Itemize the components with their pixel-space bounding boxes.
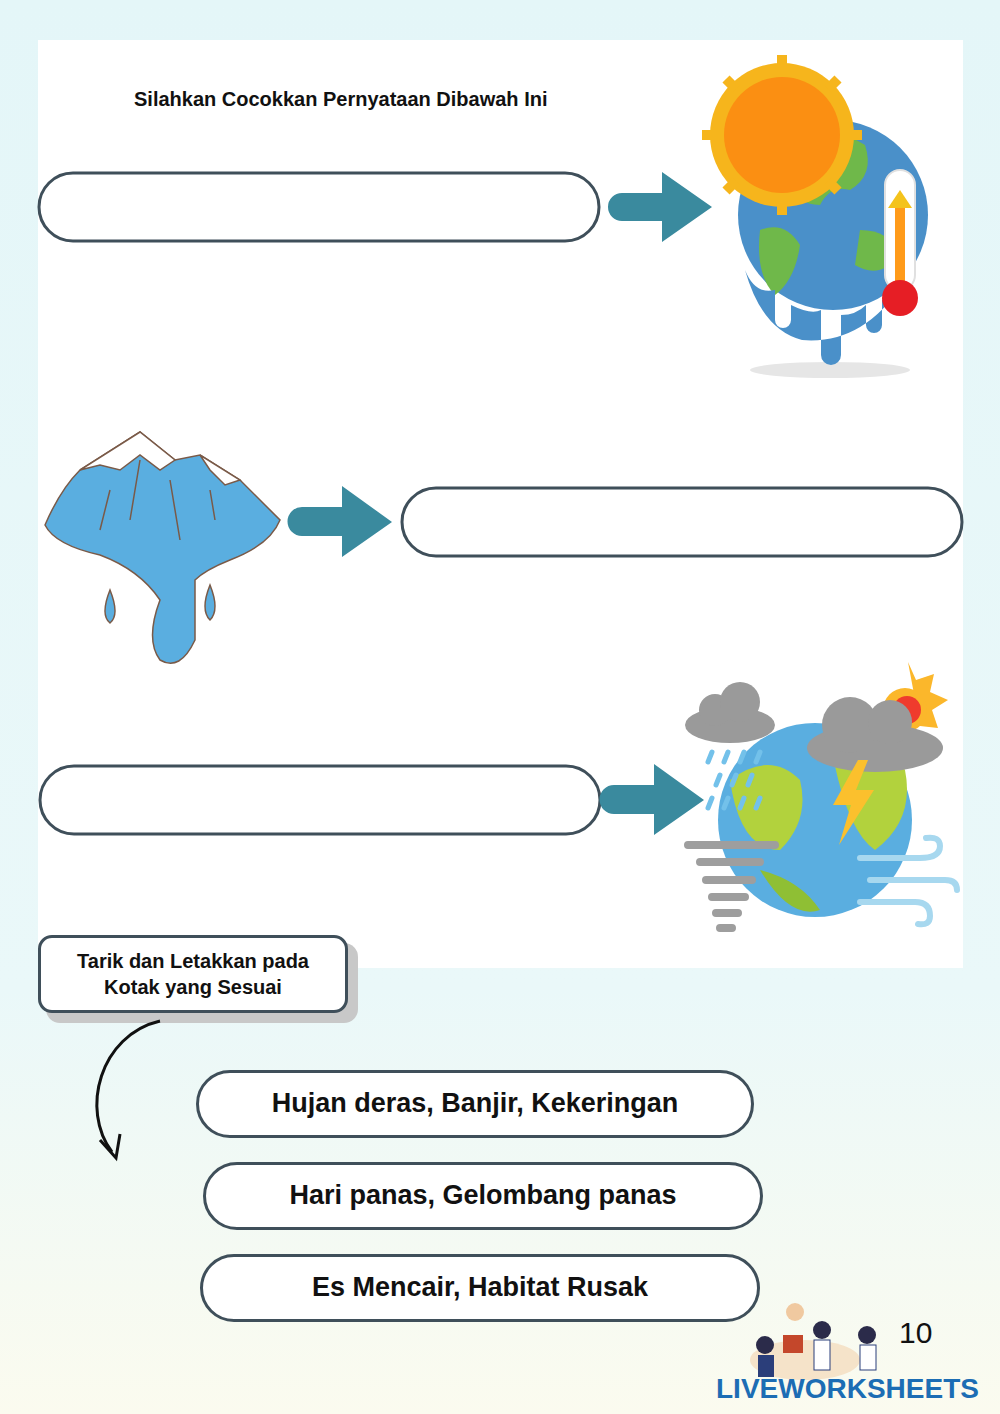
answer-text: Hari panas, Gelombang panas bbox=[289, 1178, 676, 1213]
answer-card: Hari panas, Gelombang panas bbox=[203, 1162, 763, 1230]
page-number: 10 bbox=[899, 1316, 932, 1350]
instruction-text: Tarik dan Letakkan pada Kotak yang Sesua… bbox=[55, 948, 331, 1000]
empty-box bbox=[402, 488, 962, 556]
answer-text: Hujan deras, Banjir, Kekeringan bbox=[272, 1086, 679, 1121]
melting-earth bbox=[702, 55, 928, 378]
climate-earth bbox=[685, 662, 957, 928]
watermark: LIVEWORKSHEETS bbox=[716, 1373, 979, 1405]
answer-card: Hujan deras, Banjir, Kekeringan bbox=[196, 1070, 754, 1138]
instruction-box: Tarik dan Letakkan pada Kotak yang Sesua… bbox=[38, 935, 348, 1013]
answer-text: Es Mencair, Habitat Rusak bbox=[312, 1270, 648, 1305]
curved-arrow bbox=[97, 1021, 160, 1152]
white-panel bbox=[38, 40, 963, 968]
empty-box bbox=[39, 173, 599, 241]
block-arrows bbox=[288, 172, 713, 835]
answer-card: Es Mencair, Habitat Rusak bbox=[200, 1254, 760, 1322]
students-figure bbox=[750, 1303, 876, 1380]
arrow-head bbox=[100, 1134, 120, 1158]
empty-box bbox=[40, 766, 600, 834]
melting-mountain bbox=[45, 432, 280, 663]
title: Silahkan Cocokkan Pernyataan Dibawah Ini bbox=[134, 88, 547, 111]
